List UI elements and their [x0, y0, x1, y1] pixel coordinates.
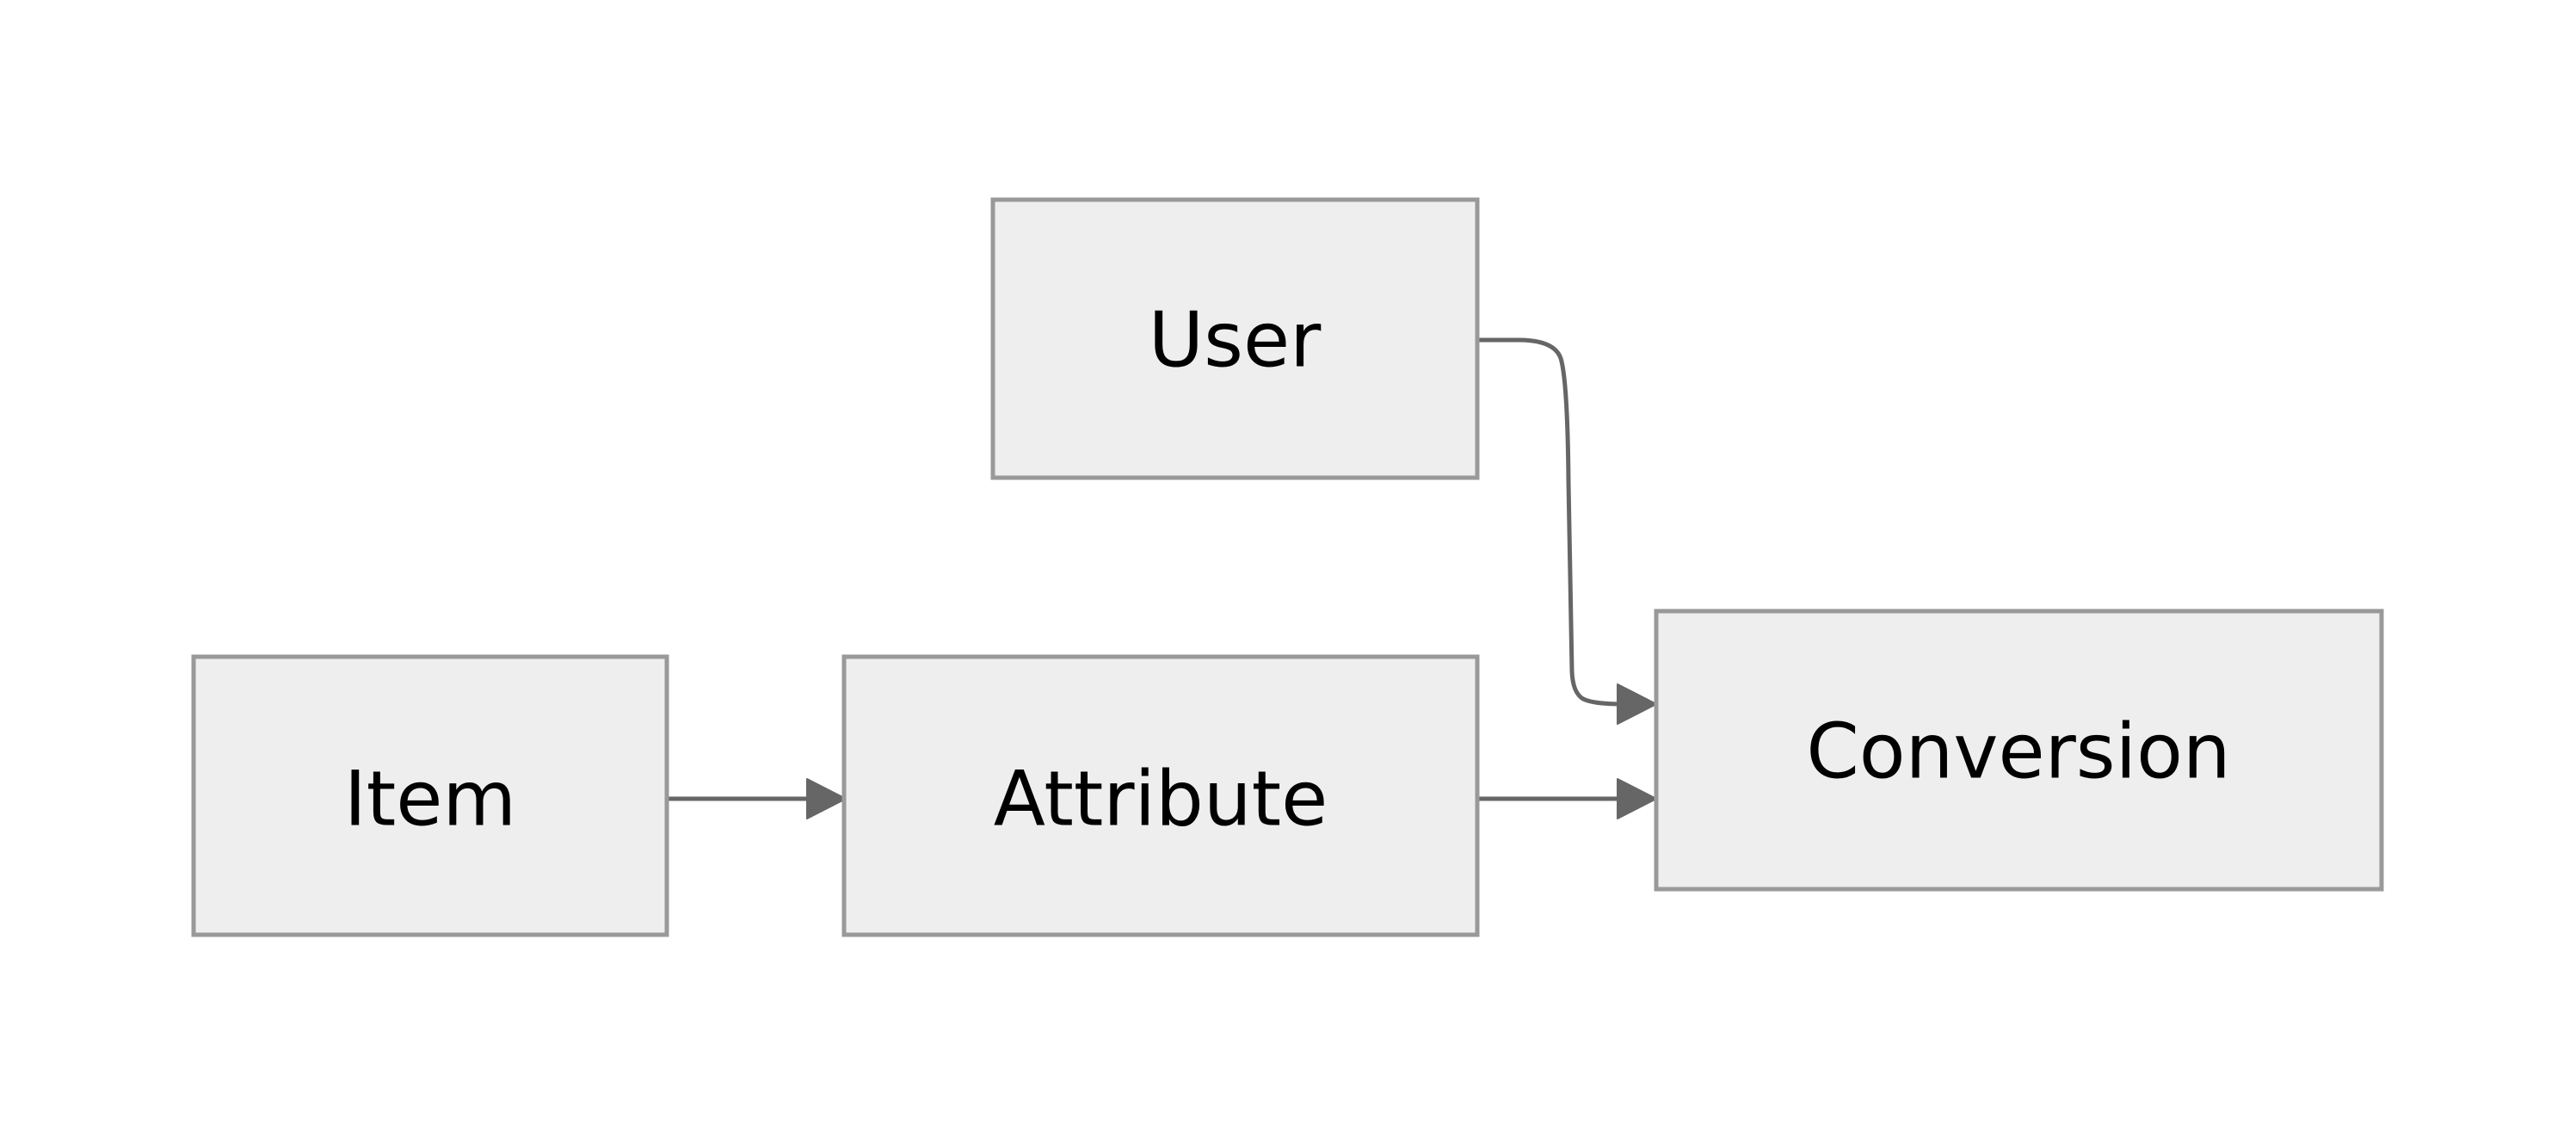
node-attribute[interactable]: Attribute	[841, 654, 1480, 937]
node-item-label: Item	[344, 755, 516, 844]
node-conversion-label: Conversion	[1806, 708, 2230, 796]
node-attribute-label: Attribute	[994, 755, 1328, 844]
node-item[interactable]: Item	[191, 654, 669, 937]
edge-user-to-conversion	[1477, 337, 1657, 725]
node-user[interactable]: User	[990, 197, 1480, 480]
edge-attribute-to-conversion	[1477, 778, 1657, 819]
node-user-label: User	[1149, 296, 1322, 385]
edge-item-to-attribute	[667, 778, 847, 819]
node-conversion[interactable]: Conversion	[1654, 609, 2384, 892]
